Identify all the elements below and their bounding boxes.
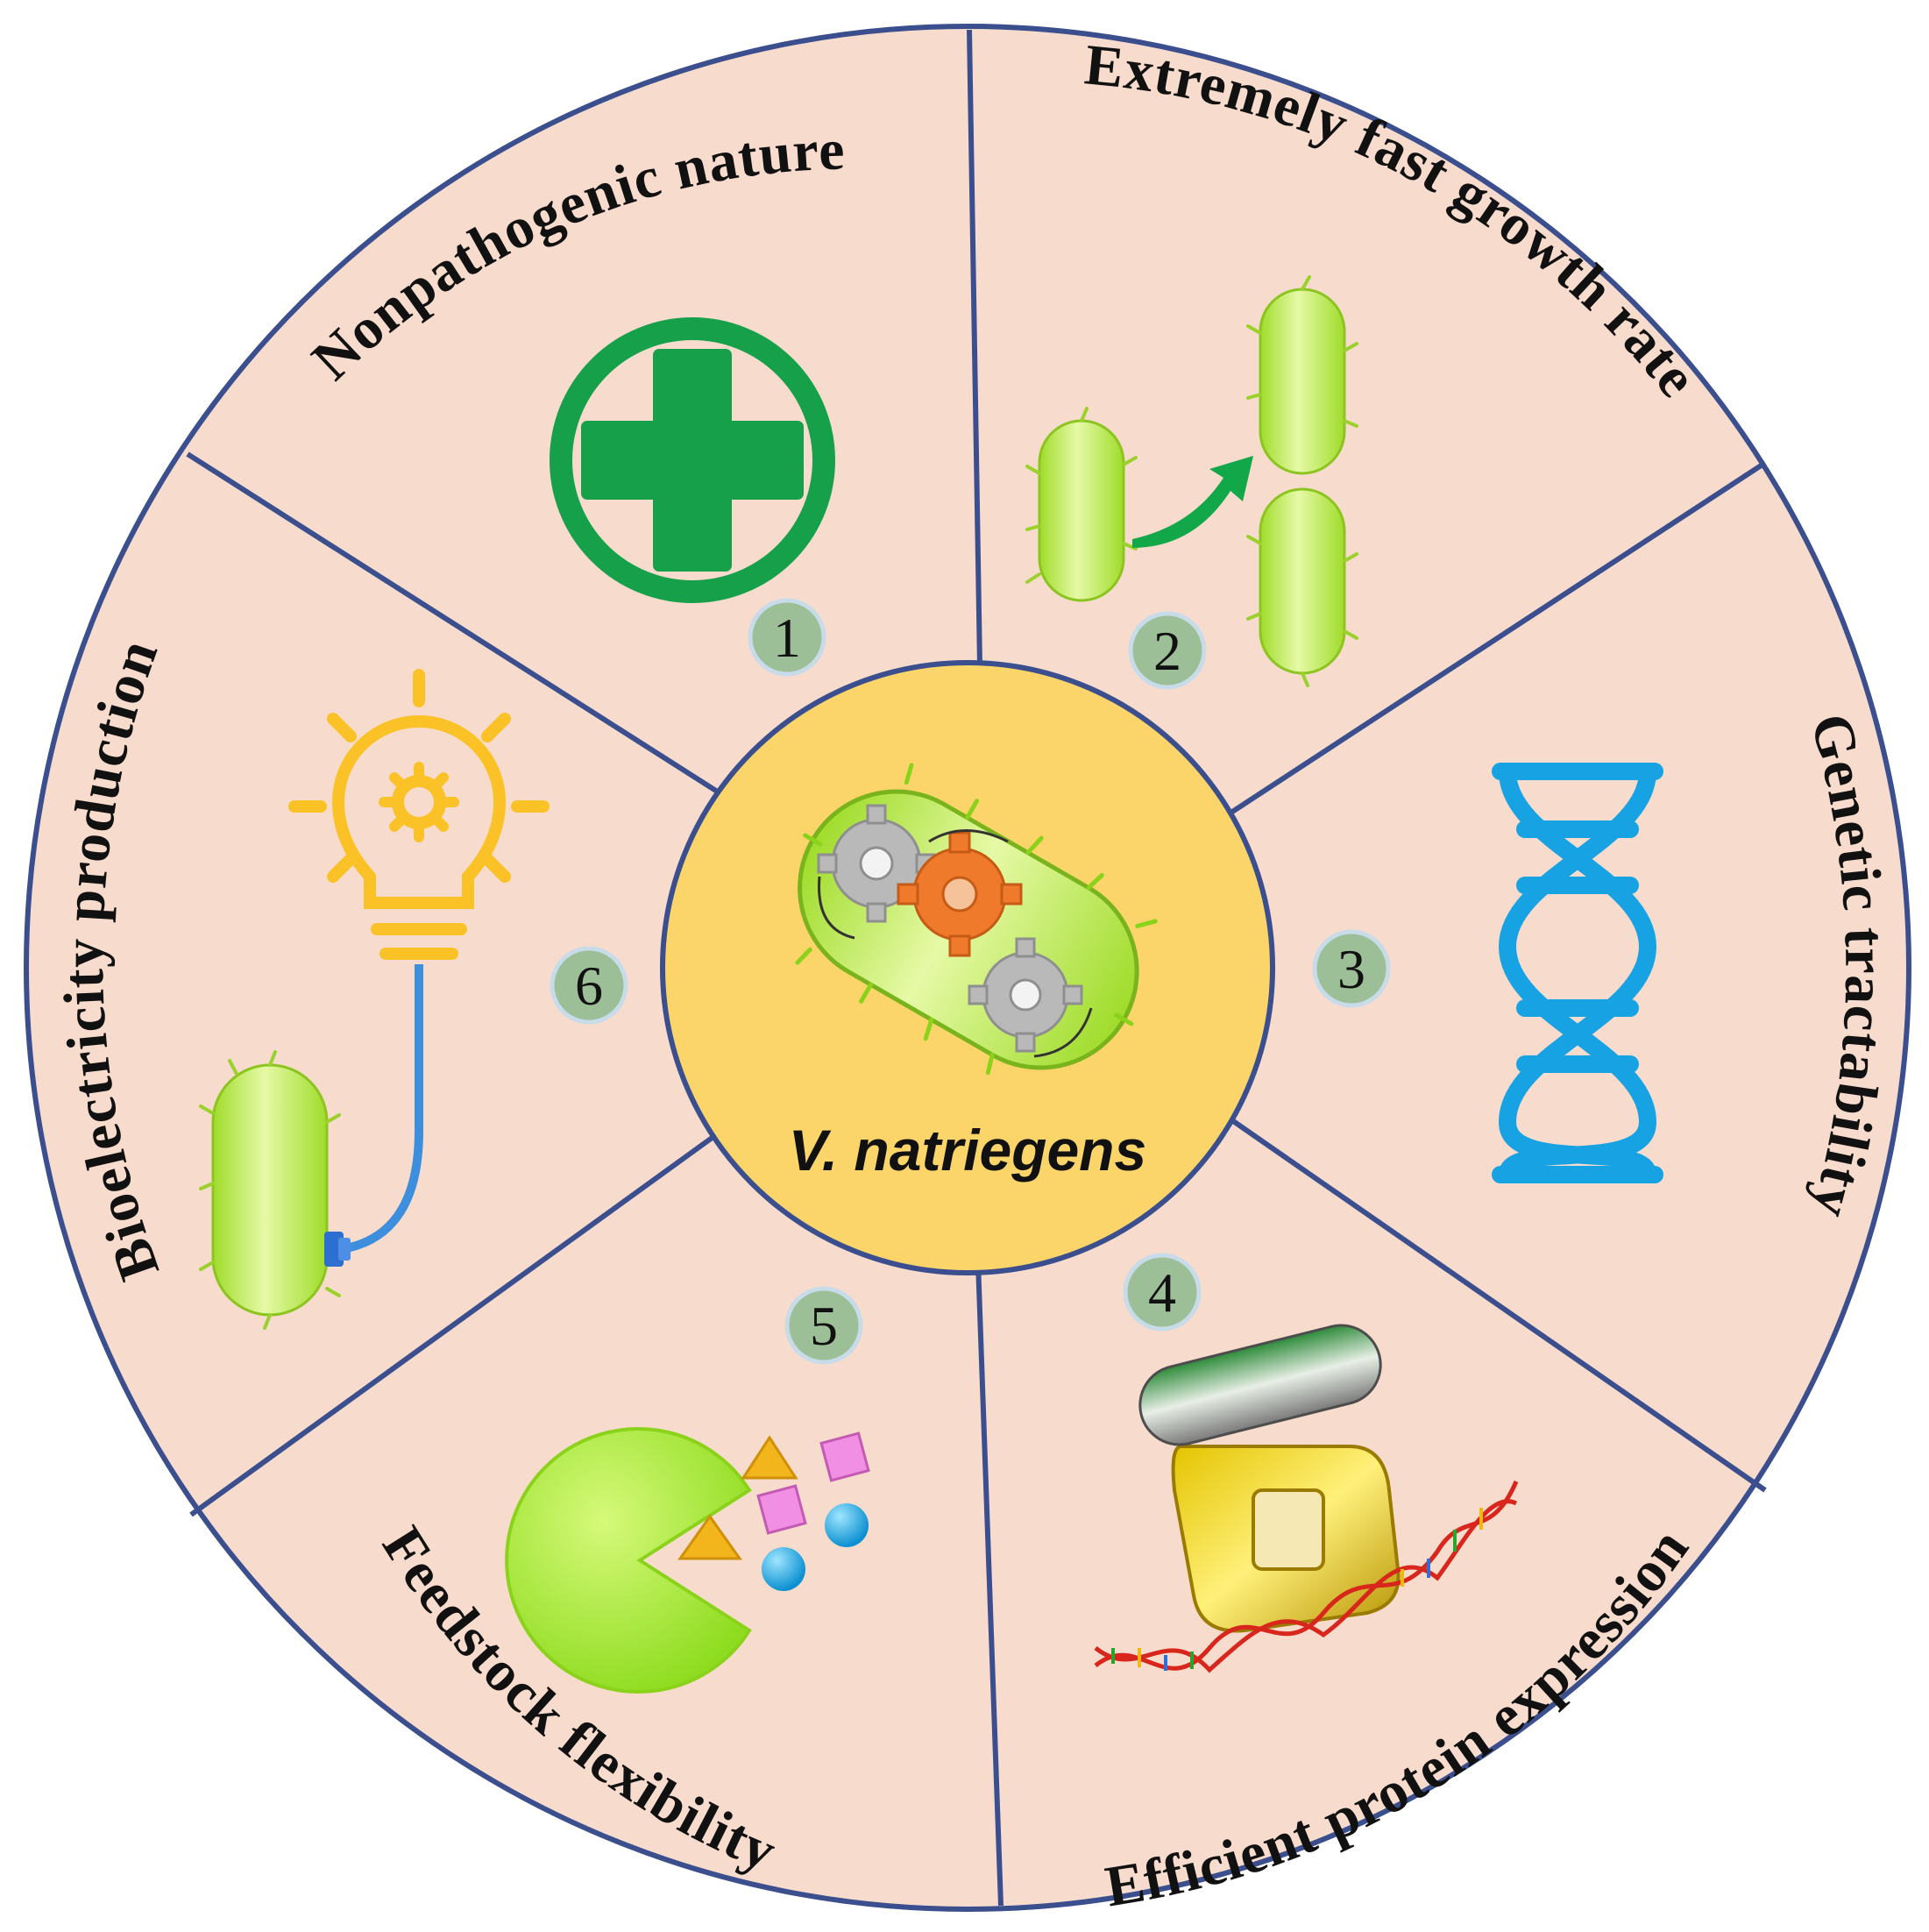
number-badge-2: 2 (1128, 611, 1207, 690)
divider-2-3 (1225, 460, 1767, 818)
center-label: V. natriegens (789, 1118, 1146, 1183)
svg-text:4: 4 (1148, 1261, 1176, 1324)
svg-text:5: 5 (810, 1295, 838, 1357)
svg-text:1: 1 (773, 607, 801, 669)
svg-text:2: 2 (1153, 620, 1181, 682)
feedstock-eater-icon (505, 1427, 870, 1694)
number-badge-1: 1 (748, 598, 826, 677)
number-badge-5: 5 (784, 1286, 863, 1365)
orange-gear-icon (897, 831, 1023, 957)
lightbulb-cell-icon (199, 669, 550, 1330)
rotation-arrow-icon-3 (1033, 1007, 1093, 1058)
rotation-arrow-icon-2 (928, 829, 1009, 843)
divider-6-1 (186, 451, 720, 795)
number-badge-3: 3 (1312, 929, 1391, 1008)
center-hub: V. natriegens (660, 660, 1275, 1275)
rotation-arrow-icon-1 (818, 876, 855, 940)
dna-helix-icon (1492, 763, 1663, 1183)
number-badge-4: 4 (1123, 1253, 1202, 1332)
divider-3-4 (1225, 1114, 1767, 1493)
gray-gear-icon-2 (968, 937, 1083, 1053)
svg-text:3: 3 (1337, 938, 1365, 1000)
ribosome-dna-icon (1094, 1324, 1519, 1673)
cell-division-icon (1025, 275, 1358, 687)
divider-1-2 (967, 29, 982, 667)
svg-text:6: 6 (575, 955, 603, 1017)
divider-4-5 (975, 1261, 1004, 1907)
medical-cross-icon (550, 317, 835, 603)
divider-5-6 (189, 1118, 738, 1517)
number-badge-6: 6 (550, 946, 628, 1025)
